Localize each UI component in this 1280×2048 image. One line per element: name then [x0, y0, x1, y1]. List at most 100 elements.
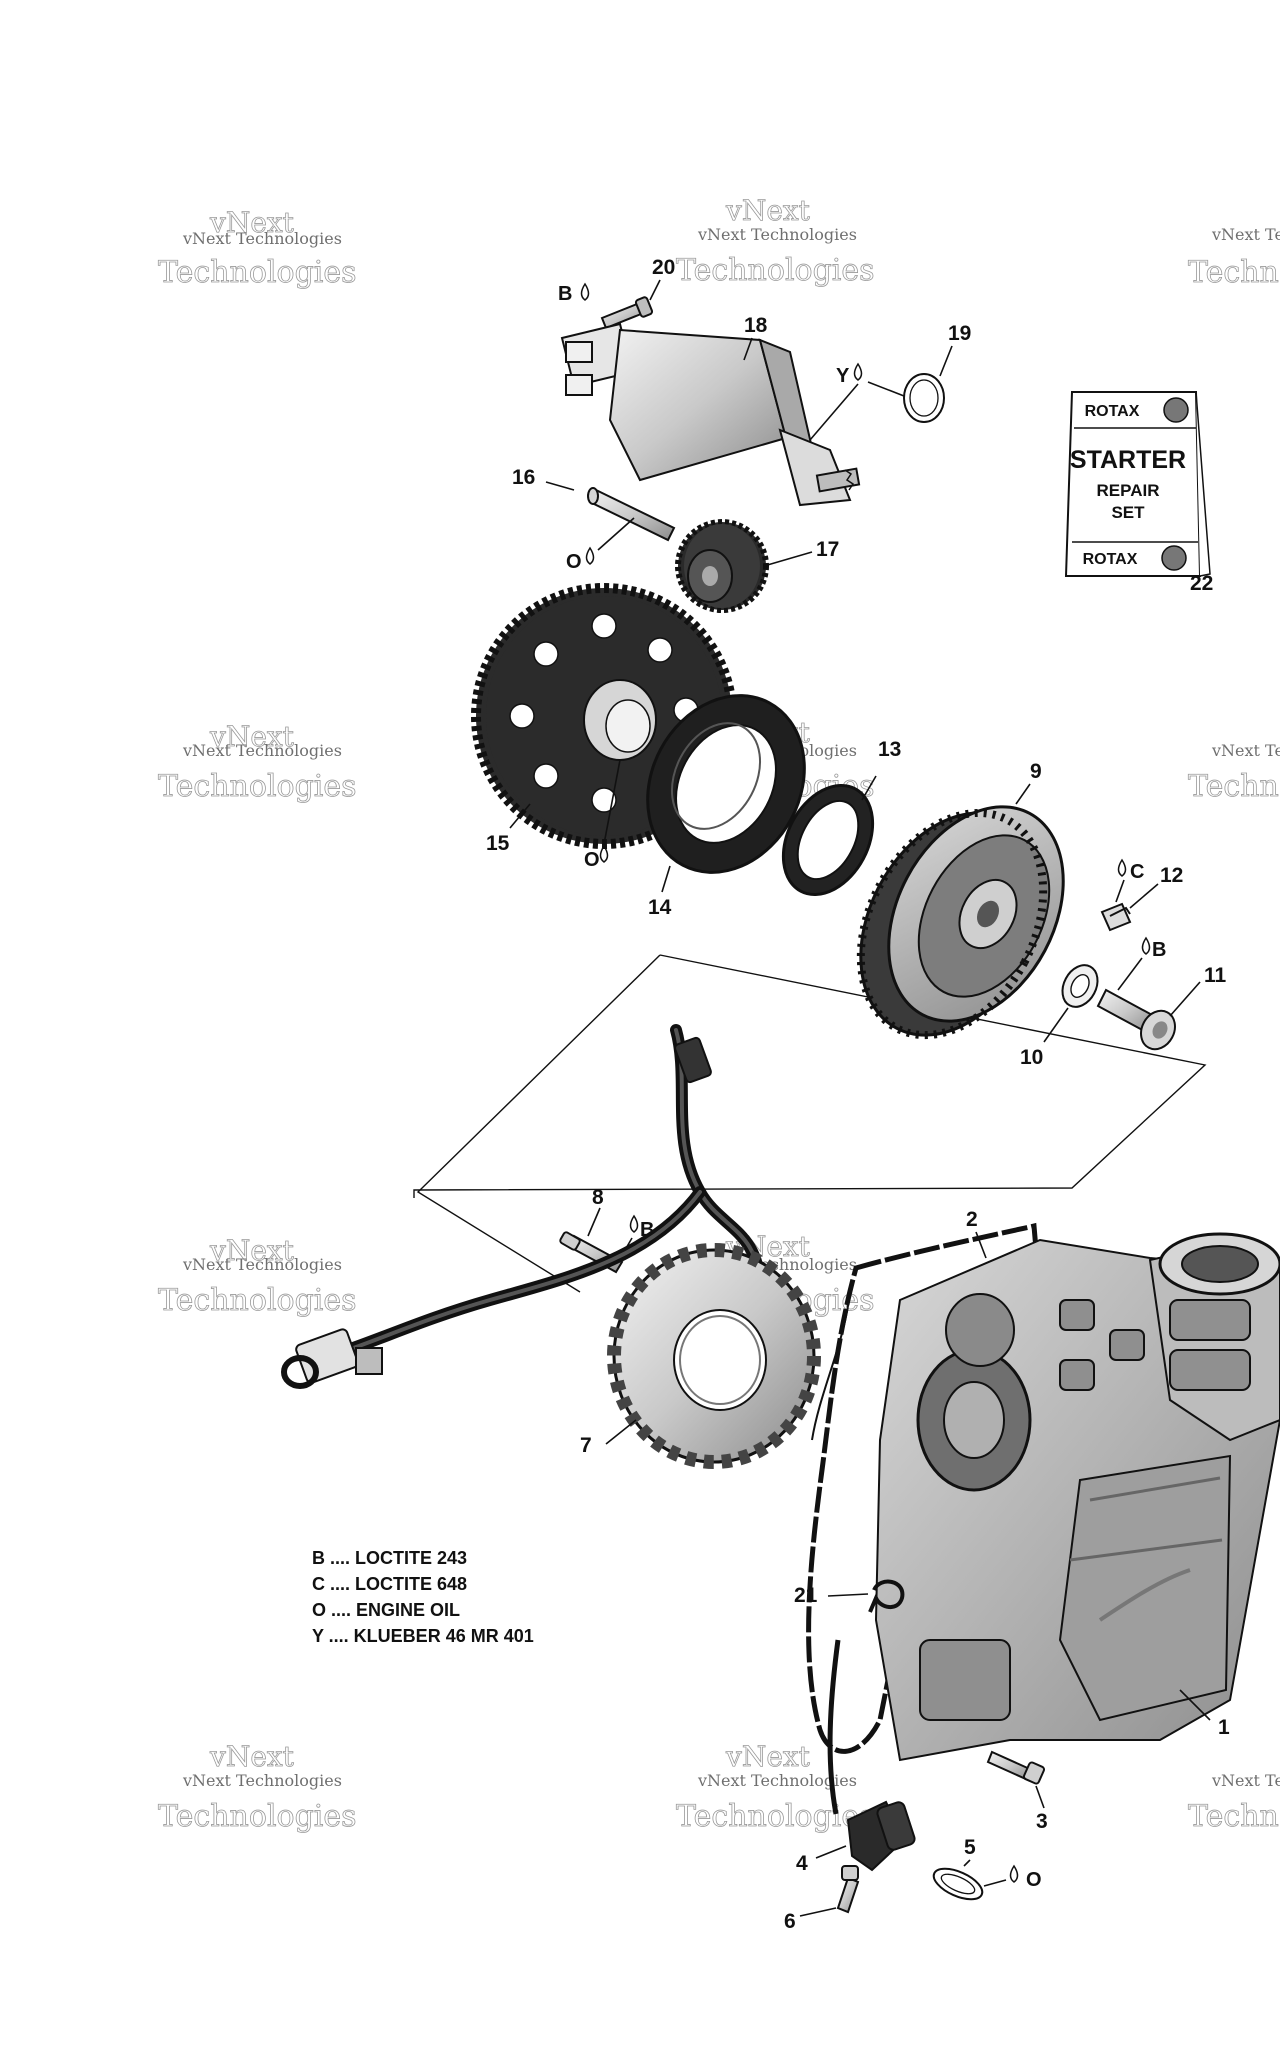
- callout-20: 20: [652, 256, 675, 279]
- callout-16: 16: [512, 466, 535, 489]
- part-14-sprag-clutch: [646, 694, 806, 874]
- kit-line3: SET: [1111, 503, 1145, 522]
- rotax-logo-icon: [1161, 545, 1187, 571]
- part-11-bolt: [1096, 988, 1176, 1051]
- callout-22: 22: [1190, 572, 1213, 595]
- callout-5: 5: [964, 1836, 976, 1859]
- part-22-starter-repair-set: ROTAX STARTER REPAIR SET ROTAX: [1064, 391, 1211, 577]
- part-6-screw: [836, 1865, 860, 1914]
- legend-item: B .... LOCTITE 243: [312, 1548, 467, 1568]
- legend-item: Y .... KLUEBER 46 MR 401: [312, 1626, 534, 1646]
- part-19-o-ring: [903, 373, 945, 423]
- wiring-harness: [281, 1024, 767, 1420]
- svg-text:vNext Te: vNext Te: [1211, 1771, 1280, 1790]
- legend-item: C .... LOCTITE 648: [312, 1574, 467, 1594]
- assembly-outline-left: [416, 954, 661, 1293]
- watermark-bottom-left: vNext vNext Technologies Technologies: [158, 1740, 357, 1835]
- callout-17: 17: [816, 538, 839, 561]
- marker-15-O: O: [584, 849, 600, 871]
- watermark-top-center: vNext vNext Technologies Technologies: [676, 194, 875, 289]
- watermark-mid-right: vNext Te Techn: [1188, 741, 1280, 804]
- svg-text:vNext Technologies: vNext Technologies: [182, 1255, 342, 1274]
- callout-1: 1: [1218, 1716, 1230, 1739]
- svg-text:Technologies: Technologies: [158, 1799, 357, 1834]
- drop-icon: [580, 282, 590, 301]
- part-17-idler-gear: [675, 519, 769, 613]
- svg-text:vNext Technologies: vNext Technologies: [182, 741, 342, 760]
- drop-icon: [629, 1214, 639, 1233]
- part-16-shaft: [587, 487, 676, 542]
- part-21-clip: [868, 1579, 905, 1613]
- part-12-bolt: [1100, 902, 1132, 932]
- legend-item: O .... ENGINE OIL: [312, 1600, 460, 1620]
- svg-text:vNext Technologies: vNext Technologies: [697, 1771, 857, 1790]
- watermark-mid-left: vNext vNext Technologies Technologies: [158, 720, 357, 805]
- part-3-screw: [986, 1750, 1046, 1785]
- kit-title: STARTER: [1070, 446, 1186, 474]
- part-9-rotor: [856, 805, 1065, 1040]
- svg-text:vNext: vNext: [209, 1234, 295, 1267]
- part-4-sensor: [827, 1639, 916, 1872]
- part-5-o-ring: [932, 1867, 984, 1901]
- marker-12-C: C: [1130, 861, 1144, 883]
- callout-4: 4: [796, 1852, 808, 1875]
- assembly-outline: [413, 954, 1207, 1198]
- drop-icon: [853, 362, 863, 381]
- watermark-top-left: vNext vNext Technologies Technologies: [158, 206, 357, 291]
- callout-3: 3: [1036, 1810, 1048, 1833]
- callout-9: 9: [1030, 760, 1042, 783]
- callout-8: 8: [592, 1186, 604, 1209]
- callout-15: 15: [486, 832, 510, 855]
- drop-icon: [585, 546, 595, 565]
- kit-brand-top: ROTAX: [1085, 403, 1140, 420]
- callout-6: 6: [784, 1910, 796, 1933]
- svg-text:Technologies: Technologies: [676, 253, 875, 288]
- callout-2: 2: [966, 1208, 978, 1231]
- marker-16-O: O: [566, 551, 582, 573]
- part-20-screw: [600, 296, 654, 330]
- callout-19: 19: [948, 322, 971, 345]
- svg-text:vNext Te: vNext Te: [1211, 741, 1280, 760]
- callout-12: 12: [1160, 864, 1183, 887]
- kit-brand-bottom: ROTAX: [1083, 551, 1138, 568]
- svg-text:vNext Technologies: vNext Technologies: [697, 225, 857, 244]
- drop-icon: [599, 844, 609, 863]
- marker-5-O: O: [1026, 1869, 1042, 1891]
- svg-text:vNext: vNext: [209, 720, 295, 753]
- part-1-magneto-cover: [874, 1232, 1280, 1762]
- marker-20-B: B: [558, 283, 572, 305]
- callout-21: 21: [794, 1584, 818, 1607]
- legend: B .... LOCTITE 243 C .... LOCTITE 648 O …: [312, 1548, 534, 1646]
- kit-line2: REPAIR: [1097, 481, 1160, 500]
- svg-text:vNext Technologies: vNext Technologies: [182, 229, 342, 248]
- svg-text:Techn: Techn: [1188, 1799, 1279, 1834]
- svg-text:vNext: vNext: [209, 1740, 295, 1773]
- drop-icon: [1009, 1864, 1019, 1883]
- svg-text:Technologies: Technologies: [158, 769, 357, 804]
- callout-7: 7: [580, 1434, 592, 1457]
- marker-11-B: B: [1152, 939, 1166, 961]
- svg-text:vNext: vNext: [725, 1740, 811, 1773]
- callout-10: 10: [1020, 1046, 1043, 1069]
- part-18-starter-motor: [560, 322, 861, 507]
- marker-19-Y: Y: [836, 365, 850, 387]
- watermark-low-left: vNext vNext Technologies Technologies: [158, 1234, 357, 1319]
- drop-icon: [1117, 858, 1127, 877]
- watermark-bottom-center: vNext vNext Technologies Technologies: [676, 1740, 875, 1835]
- svg-text:vNext: vNext: [209, 206, 295, 239]
- svg-text:Technologies: Technologies: [158, 1283, 357, 1318]
- callout-14: 14: [648, 896, 672, 919]
- svg-text:Techn: Techn: [1188, 769, 1279, 804]
- drop-icon: [1141, 936, 1151, 955]
- svg-text:vNext Technologies: vNext Technologies: [182, 1771, 342, 1790]
- svg-text:vNext: vNext: [725, 194, 811, 227]
- part-13-bearing: [781, 783, 875, 897]
- svg-text:Technologies: Technologies: [676, 1799, 875, 1834]
- callout-11: 11: [1204, 964, 1227, 987]
- callout-13: 13: [878, 738, 901, 761]
- svg-text:Techn: Techn: [1188, 255, 1279, 290]
- svg-text:vNext Te: vNext Te: [1211, 225, 1280, 244]
- part-7-stator: [607, 1243, 821, 1469]
- svg-text:Technologies: Technologies: [158, 255, 357, 290]
